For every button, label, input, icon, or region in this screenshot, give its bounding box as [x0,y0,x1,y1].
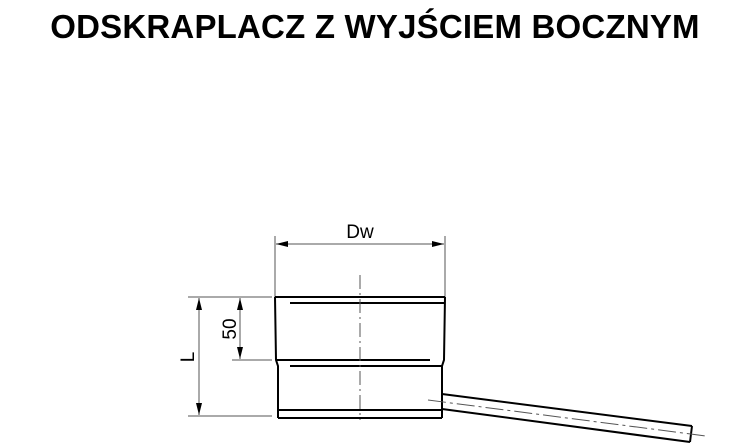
dimension-label-50: 50 [220,318,241,339]
dimension-socket: 50 [220,298,272,361]
drawing-title: ODSKRAPLACZ Z WYJŚCIEM BOCZNYM [50,8,700,45]
dimension-label-l: L [178,352,199,363]
side-outlet-pipe [427,393,707,443]
condensate-trap-body [274,296,446,419]
dimension-dw: Dw [274,222,446,297]
dimension-length: L [178,296,272,417]
dimension-label-dw: Dw [346,222,374,243]
